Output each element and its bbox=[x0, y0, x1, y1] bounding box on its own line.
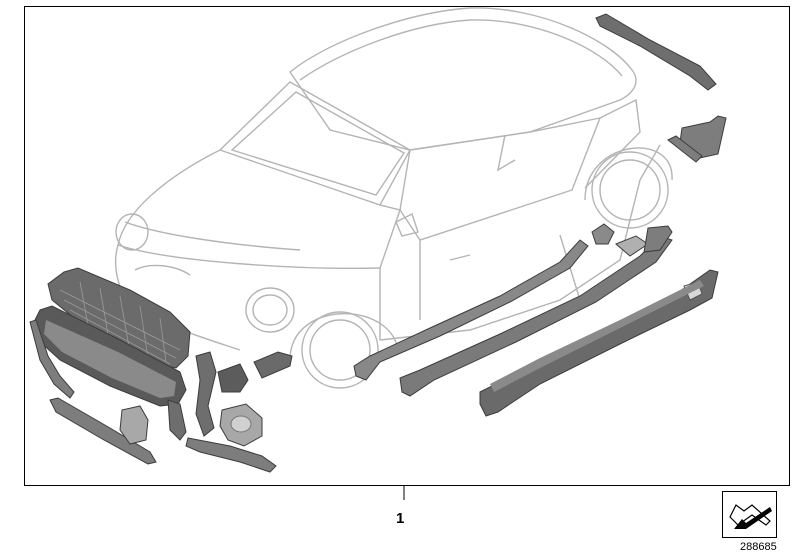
rear-strip bbox=[667, 135, 703, 163]
car-outline bbox=[115, 7, 673, 389]
parts-group bbox=[29, 13, 727, 473]
bumper-support bbox=[195, 351, 217, 437]
diagram-frame bbox=[24, 6, 790, 486]
sill-end-cap bbox=[643, 225, 673, 253]
rear-spoiler bbox=[595, 13, 717, 91]
sill-trim-small bbox=[591, 223, 615, 245]
page-turn-arrow-icon bbox=[722, 491, 777, 538]
radiator-grille bbox=[47, 267, 191, 369]
side-skirt-inner bbox=[399, 235, 673, 397]
grille-mesh bbox=[59, 281, 181, 365]
lower-grille-opening bbox=[44, 320, 176, 398]
callout-number: 1 bbox=[396, 510, 405, 527]
air-duct bbox=[217, 363, 249, 393]
bumper-support-2 bbox=[167, 399, 187, 441]
bumper-carrier bbox=[185, 437, 277, 473]
fog-lamp-trim-left bbox=[119, 405, 149, 445]
air-duct-2 bbox=[253, 351, 293, 379]
reference-number: 288685 bbox=[740, 541, 777, 553]
side-skirt-edge bbox=[490, 280, 704, 392]
side-sill-bracket bbox=[353, 239, 589, 381]
front-lip-spoiler bbox=[49, 397, 157, 465]
bumper-side-bracket bbox=[29, 319, 75, 399]
